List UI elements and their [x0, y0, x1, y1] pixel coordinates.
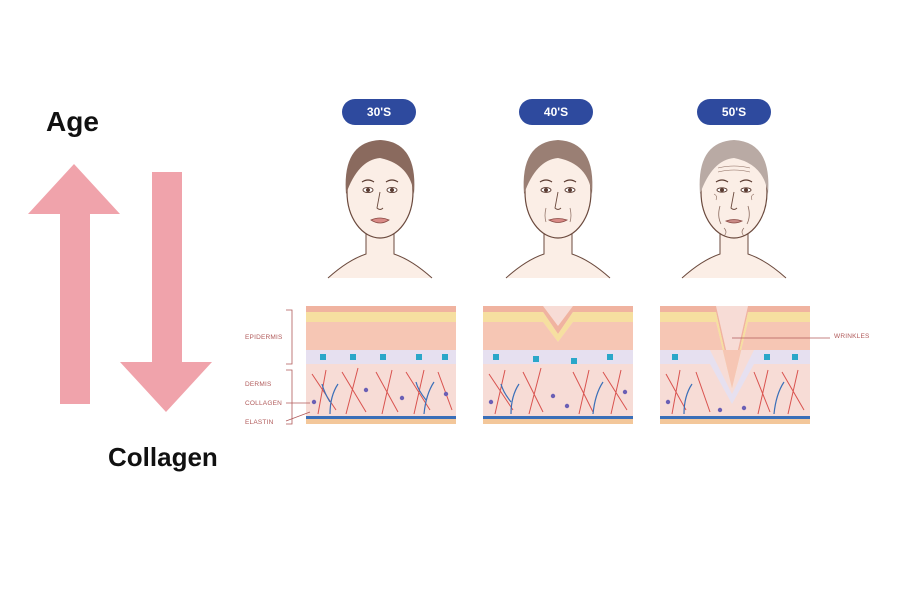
down-arrow-icon [120, 172, 212, 412]
decade-badge-30s: 30'S [342, 99, 416, 125]
elastin-label: ELASTIN [245, 419, 274, 426]
face-50s-illustration [681, 140, 787, 279]
skin-cross-section-30s [306, 306, 456, 424]
collagen-label: Collagen [108, 442, 218, 472]
collagen-layer-label: COLLAGEN [245, 400, 283, 407]
face-40s-illustration [505, 140, 611, 279]
skin-cross-section-40s [483, 306, 633, 424]
dermis-label: DERMIS [245, 381, 272, 388]
decade-badge-40s: 40'S [519, 99, 593, 125]
epidermis-label: EPIDERMIS [245, 334, 283, 341]
age-label: Age [46, 106, 99, 137]
up-arrow-icon [28, 164, 120, 404]
wrinkles-label: WRINKLES [834, 333, 870, 340]
skin-cross-section-50s [660, 306, 810, 424]
decade-badge-50s: 50'S [697, 99, 771, 125]
face-30s-illustration [327, 140, 433, 279]
